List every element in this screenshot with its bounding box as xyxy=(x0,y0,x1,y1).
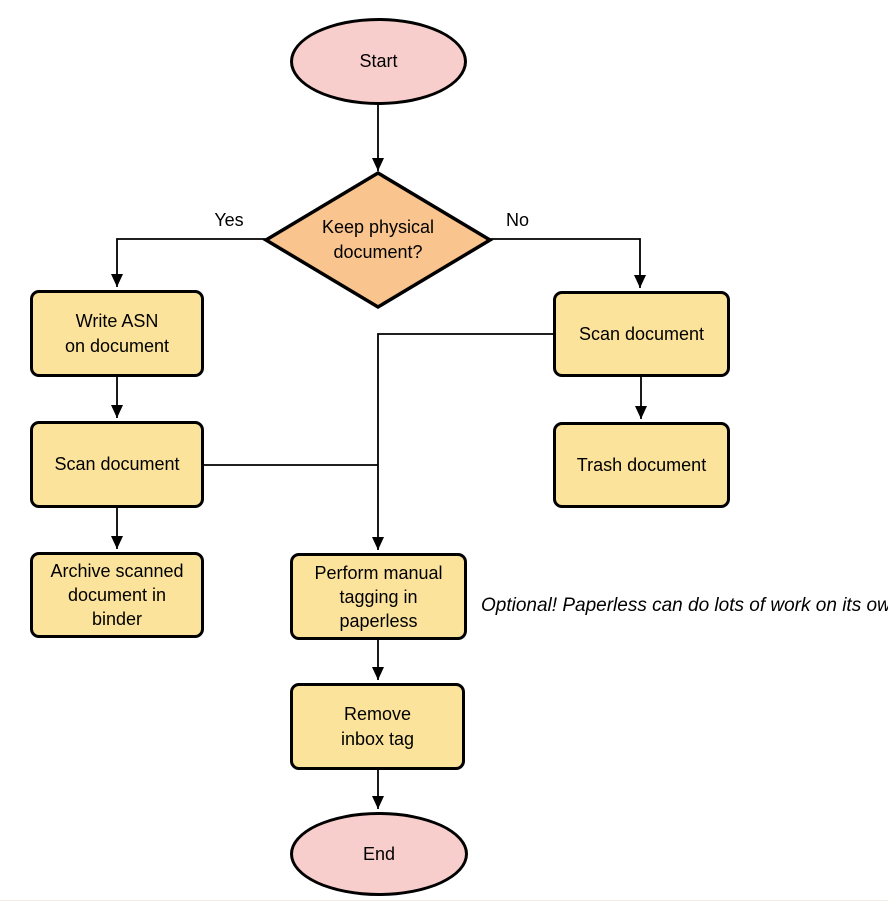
annotation-note: Optional! Paperless can do lots of work … xyxy=(481,592,888,619)
remove-inbox-line-1: Remove xyxy=(343,703,412,724)
decision-line-2: document? xyxy=(333,242,423,262)
decision-line-1: Keep physical xyxy=(321,217,435,237)
end-node-label: End xyxy=(362,843,396,864)
tagging-line-2: tagging in xyxy=(339,586,418,607)
scan-document-left-node: Scan document xyxy=(30,421,204,508)
remove-inbox-tag-node: Remove inbox tag xyxy=(290,683,465,770)
end-node: End xyxy=(290,812,468,896)
scan-left-label: Scan document xyxy=(54,454,180,474)
edge-decision-write-asn xyxy=(111,238,266,287)
decision-diamond-shape xyxy=(262,170,494,310)
scan-right-label: Scan document xyxy=(578,323,705,344)
annotation-line-1: Optional! Paperless can do lots of work … xyxy=(481,595,837,616)
write-asn-line-2: on document xyxy=(64,335,170,356)
decision-node-label: Keep physical document? xyxy=(266,173,490,307)
edge-label-yes: Yes xyxy=(214,210,244,230)
trash-document-node: Trash document xyxy=(553,422,730,508)
archive-node: Archive scanned document in binder xyxy=(30,552,204,638)
annotation-line-2: its own here. xyxy=(842,595,888,616)
tagging-line-3: paperless xyxy=(339,610,418,631)
edge-label-no: No xyxy=(505,210,529,230)
archive-line-2: document in xyxy=(67,585,167,605)
manual-tagging-node: Perform manual tagging in paperless xyxy=(290,553,467,640)
remove-inbox-line-2: inbox tag xyxy=(340,728,415,749)
archive-line-3: binder xyxy=(91,609,143,629)
edge-scan-right-tagging xyxy=(372,333,553,550)
edge-decision-scan-right xyxy=(490,238,646,288)
start-node: Start xyxy=(290,18,467,105)
scan-document-right-node: Scan document xyxy=(553,291,730,377)
archive-line-1: Archive scanned xyxy=(50,561,184,581)
tagging-line-1: Perform manual xyxy=(314,562,443,583)
write-asn-line-1: Write ASN xyxy=(75,310,159,331)
trash-label: Trash document xyxy=(576,454,707,475)
write-asn-node: Write ASN on document xyxy=(30,290,204,377)
bottom-divider xyxy=(0,900,888,901)
start-node-label: Start xyxy=(359,51,398,71)
